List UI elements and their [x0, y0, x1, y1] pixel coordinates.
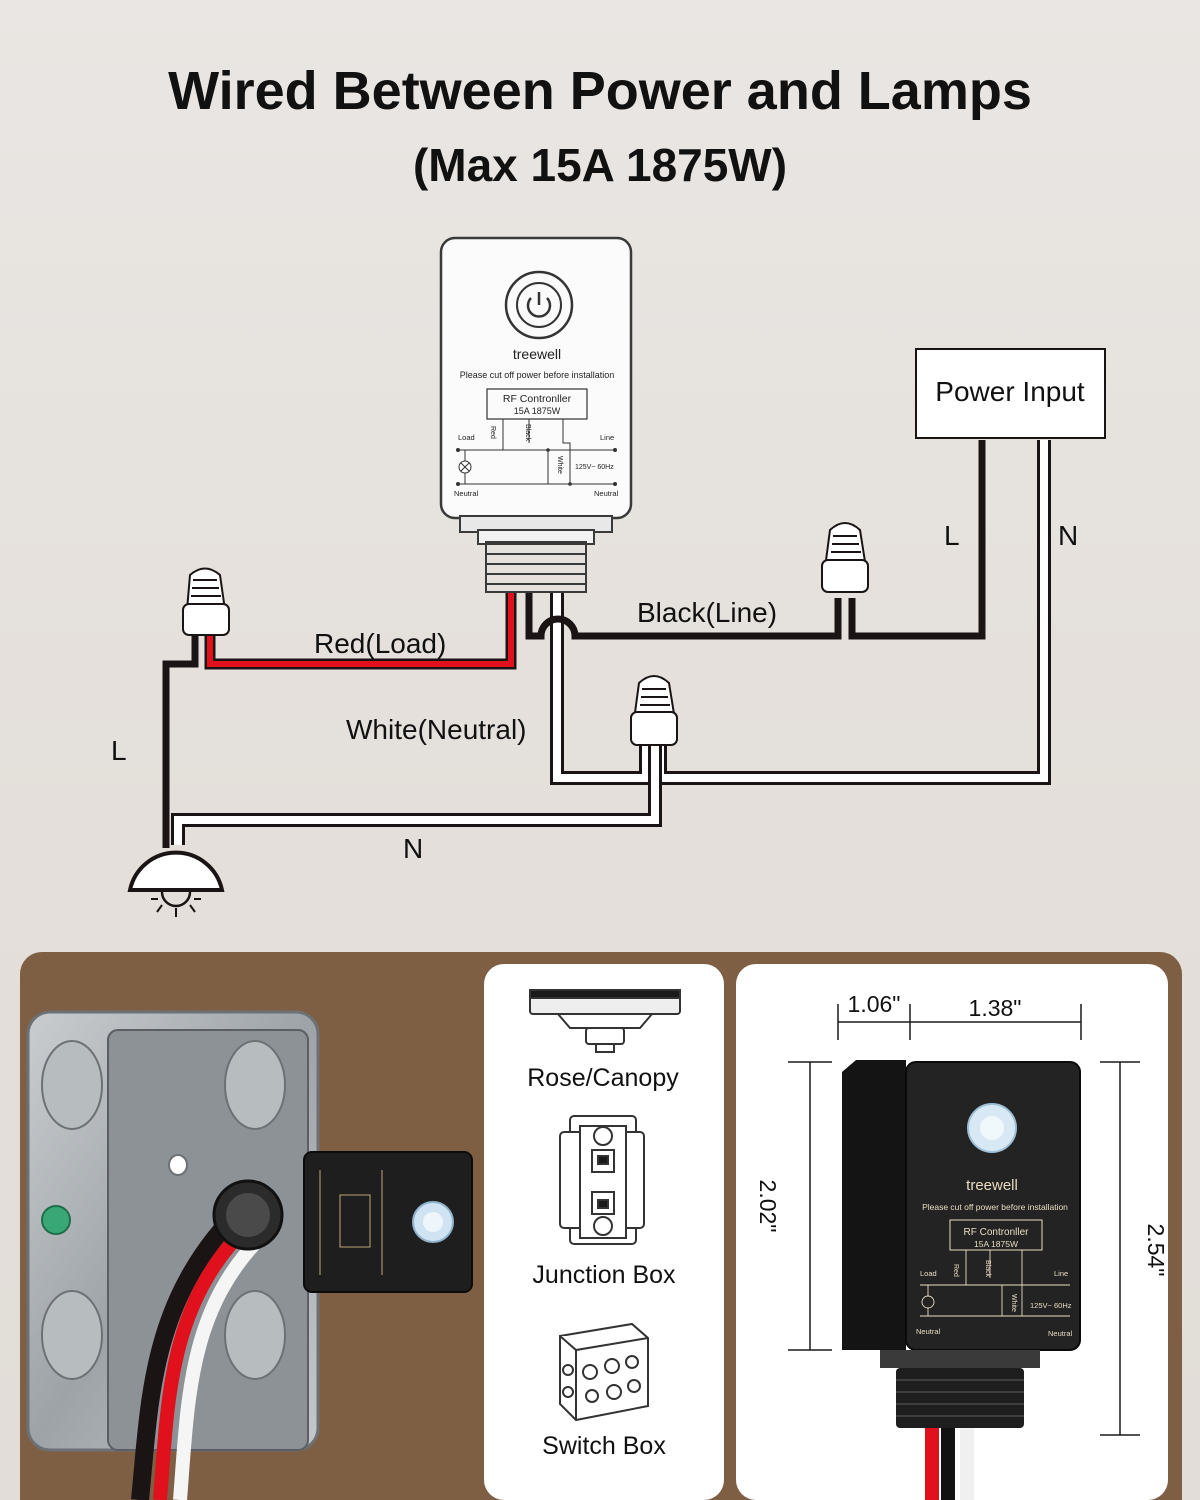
width-dimension: 1.38"	[969, 995, 1022, 1021]
terminal-neutral-right-label: Neutral	[594, 489, 619, 498]
line-l-label: L	[944, 520, 960, 551]
white-wire-neutral	[171, 440, 1051, 845]
black-line-label: Black(Line)	[637, 597, 777, 628]
black-wire-line	[162, 440, 986, 848]
red-load-label: Red(Load)	[314, 628, 446, 659]
product-neutral-left-label: Neutral	[916, 1327, 941, 1336]
product-white-label: White	[1010, 1294, 1017, 1312]
power-input-label: Power Input	[935, 376, 1085, 407]
wiring-diagram: treewell Please cut off power before ins…	[111, 236, 1106, 917]
wire-nut-icon	[630, 675, 678, 746]
lamp-line-l-label: L	[111, 735, 127, 766]
power-input-box: Power Input	[915, 348, 1106, 439]
red-wire-load	[204, 592, 517, 670]
terminal-white-label: White	[556, 456, 563, 474]
product-load-label: Load	[920, 1269, 937, 1278]
controller-model: RF Contronller	[503, 393, 572, 405]
terminal-black-label: Black	[524, 424, 531, 442]
neutral-n-label: N	[1058, 520, 1078, 551]
product-rating: 15A 1875W	[974, 1239, 1018, 1249]
white-neutral-label: White(Neutral)	[346, 714, 526, 745]
junction-box-label: Junction Box	[532, 1261, 676, 1289]
diagram-title: Wired Between Power and Lamps	[168, 61, 1032, 121]
product-neutral-right-label: Neutral	[1048, 1329, 1073, 1338]
body-height-dimension: 2.02"	[755, 1180, 781, 1233]
lamp-icon	[127, 850, 225, 917]
terminal-neutral-left-label: Neutral	[454, 489, 479, 498]
total-height-dimension: 2.54"	[1143, 1224, 1169, 1277]
junction-box-icon	[559, 1115, 645, 1245]
wire-nut-icon	[821, 522, 869, 593]
rose-canopy-label: Rose/Canopy	[527, 1064, 679, 1092]
terminal-load-label: Load	[458, 433, 475, 442]
diagram-subtitle: (Max 15A 1875W)	[412, 139, 788, 191]
controller-device: treewell Please cut off power before ins…	[439, 236, 633, 593]
product-red-label: Red	[952, 1264, 959, 1277]
product-line-label: Line	[1054, 1269, 1068, 1278]
controller-warning: Please cut off power before installation	[460, 370, 614, 380]
product-warning: Please cut off power before installation	[922, 1202, 1068, 1212]
switch-box-label: Switch Box	[542, 1432, 666, 1460]
product-brand: treewell	[966, 1177, 1018, 1194]
product-voltage-label: 125V~ 60Hz	[1030, 1301, 1072, 1310]
controller-brand: treewell	[513, 346, 561, 362]
wire-nut-icon	[182, 567, 230, 636]
product-black-label: Black	[984, 1260, 991, 1278]
switch-box-icon	[559, 1322, 649, 1422]
power-button-icon	[504, 270, 574, 340]
depth-dimension: 1.06"	[848, 991, 901, 1017]
product-model: RF Contronller	[963, 1227, 1029, 1238]
controller-rating: 15A 1875W	[514, 406, 561, 416]
rose-canopy-icon	[529, 989, 681, 1053]
controller-product: treewell Please cut off power before ins…	[842, 1060, 1081, 1500]
terminal-red-label: Red	[489, 426, 496, 439]
lamp-neutral-n-label: N	[403, 833, 423, 864]
voltage-label: 125V~ 60Hz	[575, 464, 614, 471]
terminal-line-label: Line	[600, 433, 614, 442]
dimension-lines	[788, 1004, 1140, 1436]
